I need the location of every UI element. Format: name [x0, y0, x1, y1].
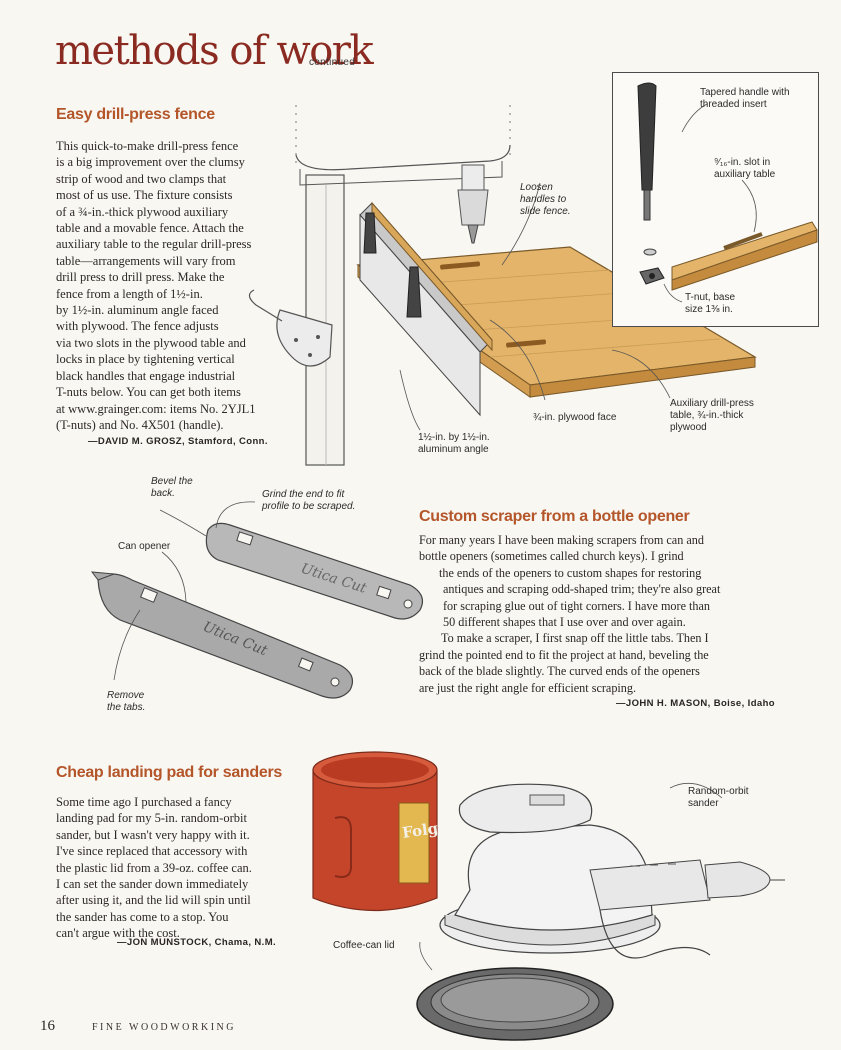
callout-line: ⁹⁄₁₆-in. slot in [714, 157, 771, 168]
callout-plywood-face: ¾-in. plywood face [533, 412, 617, 423]
byline-john-mason: —JOHN H. MASON, Boise, Idaho [616, 698, 775, 709]
callout-line: the tabs. [107, 702, 146, 713]
callout-line: Auxiliary drill-press [670, 398, 754, 409]
text-line: This quick-to-make drill-press fence [56, 139, 239, 153]
text-line: strip of wood and two clamps that [56, 171, 227, 186]
text-line: most of us use. The fixture consists [56, 188, 233, 203]
callout-remove-tabs: Remove the tabs. [107, 690, 145, 714]
callout-line: T-nut, base [685, 292, 736, 303]
callout-line: plywood [670, 422, 707, 433]
text-line: by 1½-in. aluminum angle faced [56, 303, 219, 318]
text-line: table—arrangements will vary from [56, 253, 236, 268]
callout-line: Loosen [520, 182, 553, 193]
callout-line: 1½-in. by 1½-in. [418, 432, 490, 443]
text-line: For many years I have been making scrape… [419, 533, 704, 547]
random-orbit-sander-illustration [439, 782, 785, 959]
section-title-custom-scraper: Custom scraper from a bottle opener [419, 508, 690, 525]
callout-slot: ⁹⁄₁₆-in. slot in auxiliary table [714, 157, 775, 181]
callout-line: table, ¾-in.-thick [670, 410, 744, 421]
text-line: (T-nuts) and No. 4X501 (handle). [56, 417, 224, 432]
text-line: fence from a length of 1½-in. [56, 286, 203, 301]
byline-david-grosz: —DAVID M. GROSZ, Stamford, Conn. [88, 436, 268, 447]
callout-line: Random-orbit [688, 786, 749, 797]
article-body-drill-press: This quick-to-make drill-press fence is … [56, 138, 256, 433]
callout-line: Bevel the [151, 476, 193, 487]
callout-line: threaded insert [700, 99, 767, 110]
callout-aluminum-angle: 1½-in. by 1½-in. aluminum angle [418, 432, 490, 456]
article-body-landing-pad: Some time ago I purchased a fancy landin… [56, 794, 252, 942]
page-title: methods of work [55, 28, 374, 74]
continued-label: continued [309, 57, 356, 68]
text-line: I've since replaced that accessory with [56, 844, 248, 859]
text-line: back of the blade slightly. The curved e… [419, 664, 700, 679]
text-line: with plywood. The fence adjusts [56, 319, 219, 334]
text-line: black handles that engage industrial [56, 368, 236, 383]
callout-line: Grind the end to fit [262, 489, 345, 500]
text-line: table and a movable fence. Attach the [56, 221, 244, 236]
text-line: grind the pointed end to fit the project… [419, 647, 709, 662]
callout-grind-end: Grind the end to fit profile to be scrap… [262, 489, 355, 513]
text-line: the ends of the openers to custom shapes… [439, 565, 702, 580]
text-line: sander, but I wasn't very happy with it. [56, 827, 250, 842]
text-line: at www.grainger.com: items No. 2YJL1 [56, 401, 256, 416]
text-line: bottle openers (sometimes called church … [419, 549, 684, 564]
text-line: 50 different shapes that I use over and … [443, 615, 686, 630]
text-line: for scraping glue out of tight corners. … [443, 598, 711, 613]
text-line: the plastic lid from a 39-oz. coffee can… [56, 860, 252, 875]
text-line: landing pad for my 5-in. random-orbit [56, 811, 247, 826]
magazine-name: FINE WOODWORKING [92, 1022, 236, 1033]
callout-line: profile to be scraped. [262, 501, 356, 512]
text-line: via two slots in the plywood table and [56, 335, 246, 350]
callout-line: handles to [520, 194, 567, 205]
bottle-opener-upper [205, 522, 423, 620]
coffee-can-lid-illustration [416, 941, 614, 1041]
callout-loosen-handles: Loosen handles to slide fence. [520, 182, 571, 218]
callout-random-orbit-sander: Random-orbit sander [688, 786, 749, 810]
callout-line: back. [151, 488, 175, 499]
text-line: after using it, and the lid will spin un… [56, 893, 251, 908]
drill-press-illustration [248, 105, 757, 466]
text-line: the sander has come to a stop. You [56, 909, 229, 924]
callout-line: Tapered handle with [700, 87, 790, 98]
callout-line: size 1⅜ in. [685, 304, 733, 315]
tapered-handle [637, 82, 657, 191]
page-number: 16 [40, 1018, 55, 1034]
coffee-can-illustration: Folg [312, 751, 440, 912]
callout-auxiliary-table: Auxiliary drill-press table, ¾-in.-thick… [670, 398, 754, 434]
callout-can-opener: Can opener [118, 541, 171, 552]
text-line: To make a scraper, I first snap off the … [441, 631, 709, 646]
text-line: locks in place by tightening vertical [56, 352, 235, 367]
section-title-drill-press-fence: Easy drill-press fence [56, 106, 215, 123]
text-line: is a big improvement over the clumsy [56, 155, 245, 170]
text-line: of a ¾-in.-thick plywood auxiliary [56, 204, 229, 219]
text-line: auxiliary table to the regular drill-pre… [56, 237, 252, 252]
article-body-scraper: For many years I have been making scrape… [419, 532, 720, 696]
text-line: are just the right angle for efficient s… [419, 680, 637, 695]
handle-rear [363, 212, 377, 254]
callout-line: aluminum angle [418, 444, 489, 455]
callout-tapered-handle: Tapered handle with threaded insert [700, 87, 790, 111]
text-line: I can set the sander down immediately [56, 877, 249, 892]
callout-line: auxiliary table [714, 169, 776, 180]
hardware-inset-illustration [637, 82, 818, 303]
text-line: drill press to drill press. Make the [56, 270, 225, 285]
bottle-opener-illustration: Utica Cut Utica Cut [90, 501, 423, 699]
coffee-can-label: Folg [401, 819, 440, 842]
callout-coffee-can-lid: Coffee-can lid [333, 940, 395, 951]
callout-t-nut: T-nut, base size 1⅜ in. [685, 292, 735, 316]
text-line: T-nuts below. You can get both items [56, 385, 241, 400]
callout-line: slide fence. [520, 206, 571, 217]
callout-bevel-back: Bevel the back. [151, 476, 193, 500]
callout-line: sander [688, 798, 719, 809]
bottle-opener-lower [97, 573, 353, 699]
byline-jon-munstock: —JON MUNSTOCK, Chama, N.M. [117, 937, 277, 948]
text-line: antiques and scraping odd-shaped trim; t… [443, 582, 721, 597]
text-line: can't argue with the cost. [56, 926, 180, 941]
handle-front [406, 266, 422, 318]
section-title-landing-pad: Cheap landing pad for sanders [56, 764, 283, 781]
callout-line: Remove [107, 690, 145, 701]
text-line: Some time ago I purchased a fancy [56, 795, 232, 809]
